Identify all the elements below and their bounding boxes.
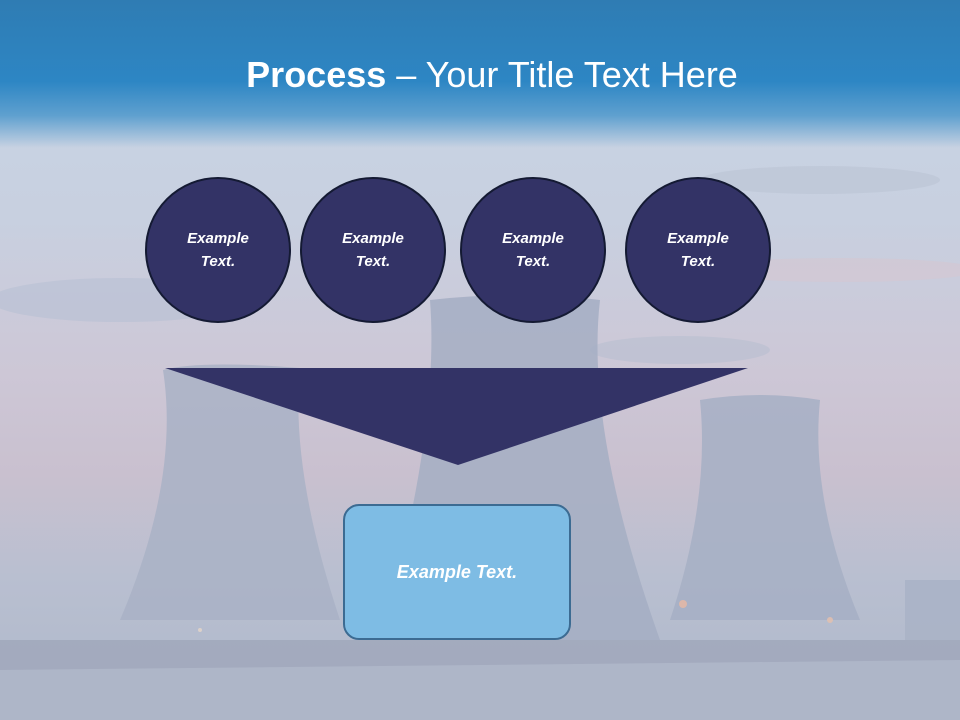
- step-circle-4: Example Text.: [625, 177, 771, 323]
- title-bold-part: Process: [246, 54, 387, 95]
- step-3-line2: Text.: [515, 253, 551, 270]
- title-banner: [0, 0, 960, 148]
- step-circle-3: Example Text.: [460, 177, 606, 323]
- result-label: Example Text.: [396, 561, 518, 582]
- step-4-line1: Example: [667, 230, 729, 247]
- step-2-line2: Text.: [355, 253, 391, 270]
- result-box: Example Text.: [343, 504, 571, 640]
- step-circle-2: Example Text.: [300, 177, 446, 323]
- step-1-line2: Text.: [200, 253, 236, 270]
- step-circle-1: Example Text.: [145, 177, 291, 323]
- slide-title: Process – Your Title Text Here: [0, 52, 960, 98]
- step-1-line1: Example: [187, 230, 249, 247]
- step-4-line2: Text.: [680, 253, 716, 270]
- title-rest-part: – Your Title Text Here: [386, 54, 738, 95]
- step-2-line1: Example: [342, 230, 404, 247]
- step-3-line1: Example: [502, 230, 564, 247]
